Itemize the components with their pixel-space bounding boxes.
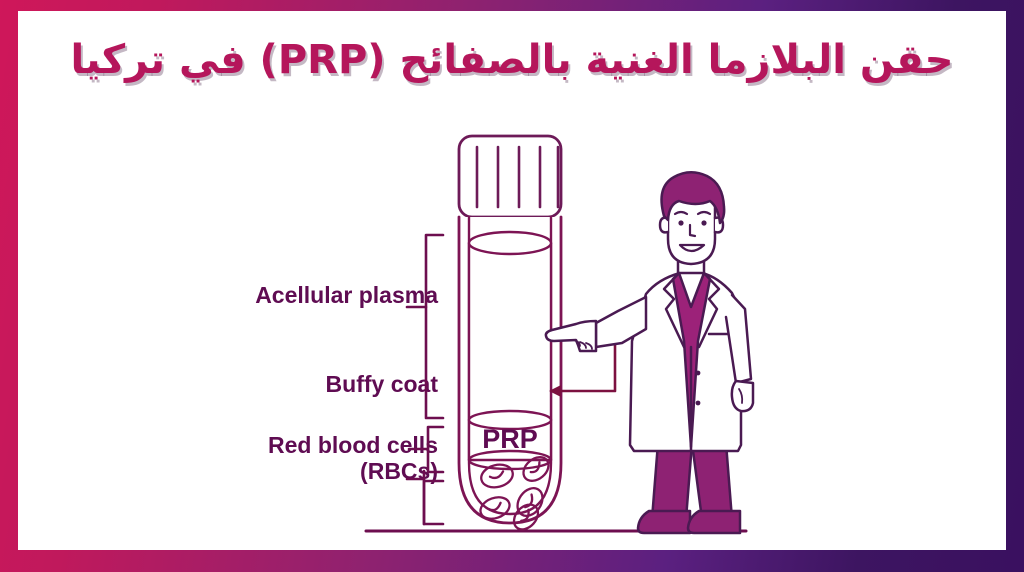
- doctor-figure: [544, 171, 755, 535]
- tube-cap: [457, 134, 563, 219]
- page-title: حقن البلازما الغنية بالصفائح (PRP) في تر…: [70, 37, 954, 83]
- layer-red-blood-cells: [479, 456, 550, 531]
- doctor-eye-left: [678, 220, 684, 226]
- layer-buffy-coat: [467, 409, 553, 471]
- bracket-red-blood-cells: [405, 469, 445, 526]
- coat-button-1: [695, 370, 701, 376]
- doctor-nose: [688, 223, 697, 238]
- doctor-mouth: [678, 243, 706, 253]
- doctor-brow-right: [696, 210, 712, 216]
- test-tube: [457, 134, 563, 531]
- doctor-shoe-left: [636, 509, 692, 535]
- doctor-pointing-hand: [544, 319, 598, 353]
- rbc-2: [522, 456, 550, 482]
- doctor-right-arm: [724, 293, 753, 385]
- prp-arrow: [549, 339, 617, 397]
- rbc-3: [516, 487, 544, 517]
- layer-acellular-plasma: [467, 230, 553, 422]
- poster-canvas: حقن البلازما الغنية بالصفائح (PRP) في تر…: [18, 11, 1006, 550]
- rbc-4: [479, 496, 511, 520]
- doctor-hair: [660, 171, 726, 225]
- doctor-brow-left: [673, 210, 689, 216]
- label-buffy-coat: Buffy coat: [325, 371, 438, 397]
- coat-button-2: [695, 400, 701, 406]
- rbc-1: [480, 463, 514, 489]
- rbc-5: [512, 503, 540, 531]
- bracket-buffy-coat: [407, 425, 445, 474]
- doctor-eye-right: [701, 220, 707, 226]
- prp-band-label: PRP: [482, 424, 538, 454]
- bracket-acellular-plasma: [405, 233, 445, 420]
- doctor-shoe-right: [686, 509, 742, 535]
- doctor-trousers: [650, 441, 694, 521]
- prp-illustration: PRP: [364, 134, 755, 535]
